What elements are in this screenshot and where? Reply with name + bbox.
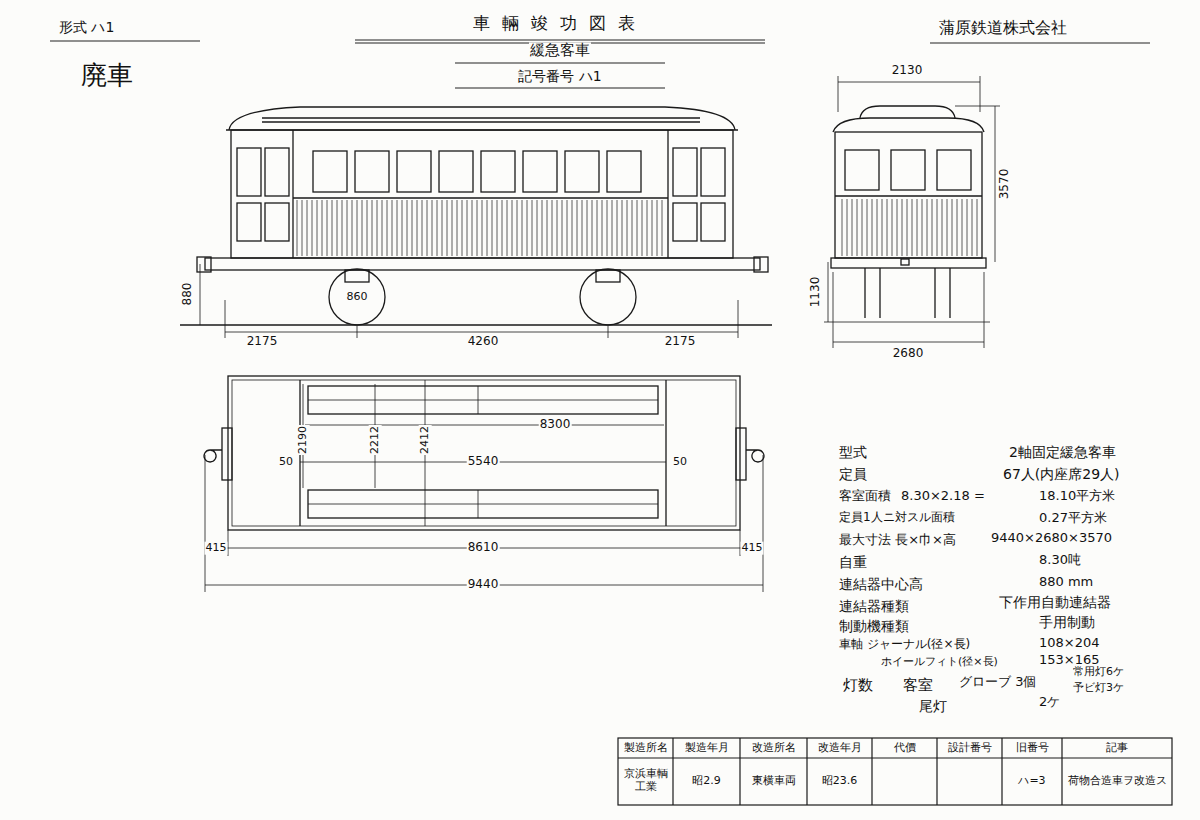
dimension: 8610 xyxy=(467,541,500,555)
spec-key: 定員 xyxy=(838,466,868,482)
spec-key: 制動機種類 xyxy=(838,618,910,634)
header-rules xyxy=(50,40,1150,88)
dimension: 415 xyxy=(205,542,228,555)
dimension: 415 xyxy=(741,542,764,555)
spec-value: 2軸固定緩急客車 xyxy=(1008,444,1117,460)
table-cell: 代價 xyxy=(873,742,936,755)
record-table xyxy=(618,738,1172,805)
table-cell: 製造年月 xyxy=(674,742,739,755)
table-cell: 改造所名 xyxy=(741,742,806,755)
dimension: 3570 xyxy=(998,168,1012,201)
table-cell: 製造所名 xyxy=(619,742,672,755)
spec-key: 定員1人ニ対スル面積 xyxy=(838,511,956,525)
spec-key: 灯数 xyxy=(842,677,874,694)
end-view xyxy=(824,76,1000,348)
company-name: 蒲原鉄道株式会社 xyxy=(938,19,1068,37)
table-cell: 設計番号 xyxy=(938,742,1001,755)
sheet-title: 車輛竣功図表 xyxy=(472,14,648,34)
dimension: 50 xyxy=(672,456,688,469)
table-cell: 記事 xyxy=(1064,742,1170,755)
dimension: 880 xyxy=(181,282,195,307)
spec-value: 67人(内座席29人) xyxy=(1002,466,1121,482)
dimension: 9440 xyxy=(467,578,500,592)
table-cell: 荷物合造車ヲ改造ス xyxy=(1064,775,1170,788)
dimension: 2130 xyxy=(891,64,924,78)
spec-key: 客室面積 xyxy=(838,489,892,504)
spec-value: 9440×2680×3570 xyxy=(990,531,1113,546)
spec-key: 車軸 ジャーナル(径×長) xyxy=(838,638,971,652)
spec-value: 880 mm xyxy=(1038,575,1094,590)
spec-value: 8.30吨 xyxy=(1038,553,1082,568)
side-view xyxy=(180,107,772,338)
spec-value: 0.27平方米 xyxy=(1038,511,1108,526)
spec-value: 常用灯6ケ xyxy=(1072,666,1125,679)
table-cell: 東横車両 xyxy=(741,775,806,788)
table-cell: ハ=3 xyxy=(1003,775,1061,788)
table-cell: 改造年月 xyxy=(808,742,871,755)
spec-value: グローブ 3個 xyxy=(958,675,1037,690)
spec-key: 自重 xyxy=(838,554,868,570)
car-class: 緩急客車 xyxy=(529,42,591,59)
spec-key: 客室 xyxy=(902,677,934,694)
spec-key: 最大寸法 長×巾×高 xyxy=(838,533,957,548)
spec-value: 予ビ灯3ケ xyxy=(1072,682,1125,695)
spec-key: 連結器種類 xyxy=(838,598,910,614)
type-mark: 形式 ハ1 xyxy=(58,19,115,35)
dimension: 860 xyxy=(346,291,369,304)
dimension: 50 xyxy=(278,456,294,469)
dimension: 2175 xyxy=(664,335,697,349)
table-cell: 京浜車輌工業 xyxy=(619,768,672,793)
table-cell: 昭23.6 xyxy=(808,775,871,788)
dimension: 2412 xyxy=(419,425,432,455)
spec-value: 下作用自動連結器 xyxy=(998,594,1112,610)
spec-value: 8.30×2.18 = xyxy=(900,489,986,504)
spec-value: 手用制動 xyxy=(1038,614,1096,630)
dimension: 2212 xyxy=(369,425,382,455)
dimension: 2680 xyxy=(892,347,925,361)
spec-key: ホイールフィト(径×長) xyxy=(880,656,999,669)
spec-value: 108×204 xyxy=(1038,636,1101,651)
symbol-number: 記号番号 ハ1 xyxy=(517,68,602,84)
dimension: 1130 xyxy=(809,276,823,309)
table-cell: 旧番号 xyxy=(1003,742,1061,755)
plan-view xyxy=(204,376,764,592)
dimension: 8300 xyxy=(539,418,572,432)
table-cell: 昭2.9 xyxy=(674,775,739,788)
spec-value: 2ケ xyxy=(1038,695,1061,710)
dimension: 2190 xyxy=(297,425,310,455)
dimension: 4260 xyxy=(467,335,500,349)
dimension: 2175 xyxy=(246,335,279,349)
spec-value: 18.10平方米 xyxy=(1038,489,1116,504)
spec-key: 型式 xyxy=(838,444,868,460)
spec-key: 連結器中心高 xyxy=(838,576,924,592)
scrapped-note: 廃車 xyxy=(80,61,134,91)
spec-key: 尾灯 xyxy=(918,698,948,714)
dimension: 5540 xyxy=(467,455,500,469)
